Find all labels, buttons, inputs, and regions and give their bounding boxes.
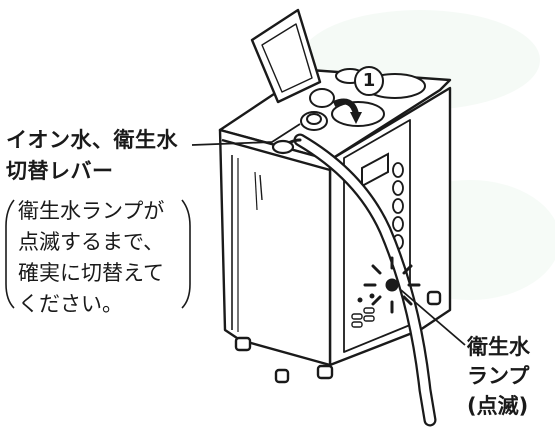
note-line: ください。 [18,292,123,316]
flashing-lamp-icon [363,256,421,314]
caution-note: 衛生水ランプが 点滅するまで、 確実に切替えて ください。 [18,196,164,320]
hose [271,133,437,427]
open-lid [250,8,322,104]
lever-label-line1: イオン水、衛生水 [6,128,178,152]
lamp-label-line1: 衛生水 [467,335,530,359]
note-bracket [5,199,191,309]
small-buttons [351,293,375,328]
lever-label-line2: 切替レバー [6,159,114,183]
lamp-label-line2: ランプ [467,364,530,388]
lever-knob [300,111,328,131]
display-window [361,152,389,188]
leader-lines [191,123,466,346]
control-panel [351,152,404,328]
lamp-label-line3: (点滅) [467,394,529,418]
note-line: 確実に切替えて [18,261,164,285]
step-number-marker: 1 [354,66,384,96]
note-line: 点滅するまで、 [18,230,165,254]
note-line: 衛生水ランプが [18,199,165,223]
rotation-arrow [332,98,359,115]
